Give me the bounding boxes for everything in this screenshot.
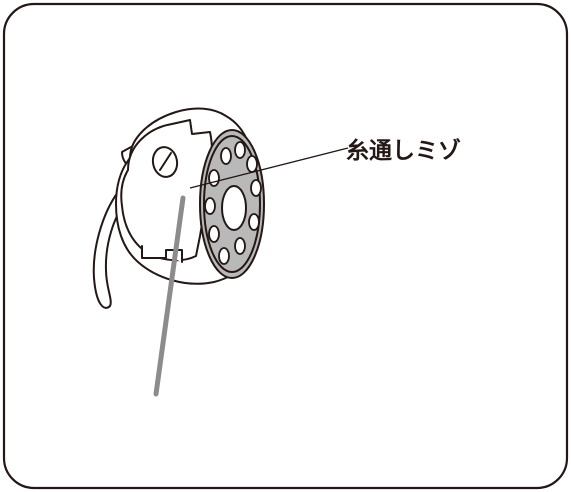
case-notch (141, 245, 183, 263)
thread-line (153, 195, 186, 397)
bobbin-center-hole (221, 185, 247, 231)
callout-label: 糸通しミゾ (346, 137, 461, 164)
screw-slot (159, 152, 172, 171)
latch-wire (92, 191, 127, 309)
bobbin-case-illustration (92, 107, 265, 309)
leader-line (189, 147, 349, 189)
bobbin-holes (204, 141, 262, 265)
case-front (120, 119, 214, 262)
